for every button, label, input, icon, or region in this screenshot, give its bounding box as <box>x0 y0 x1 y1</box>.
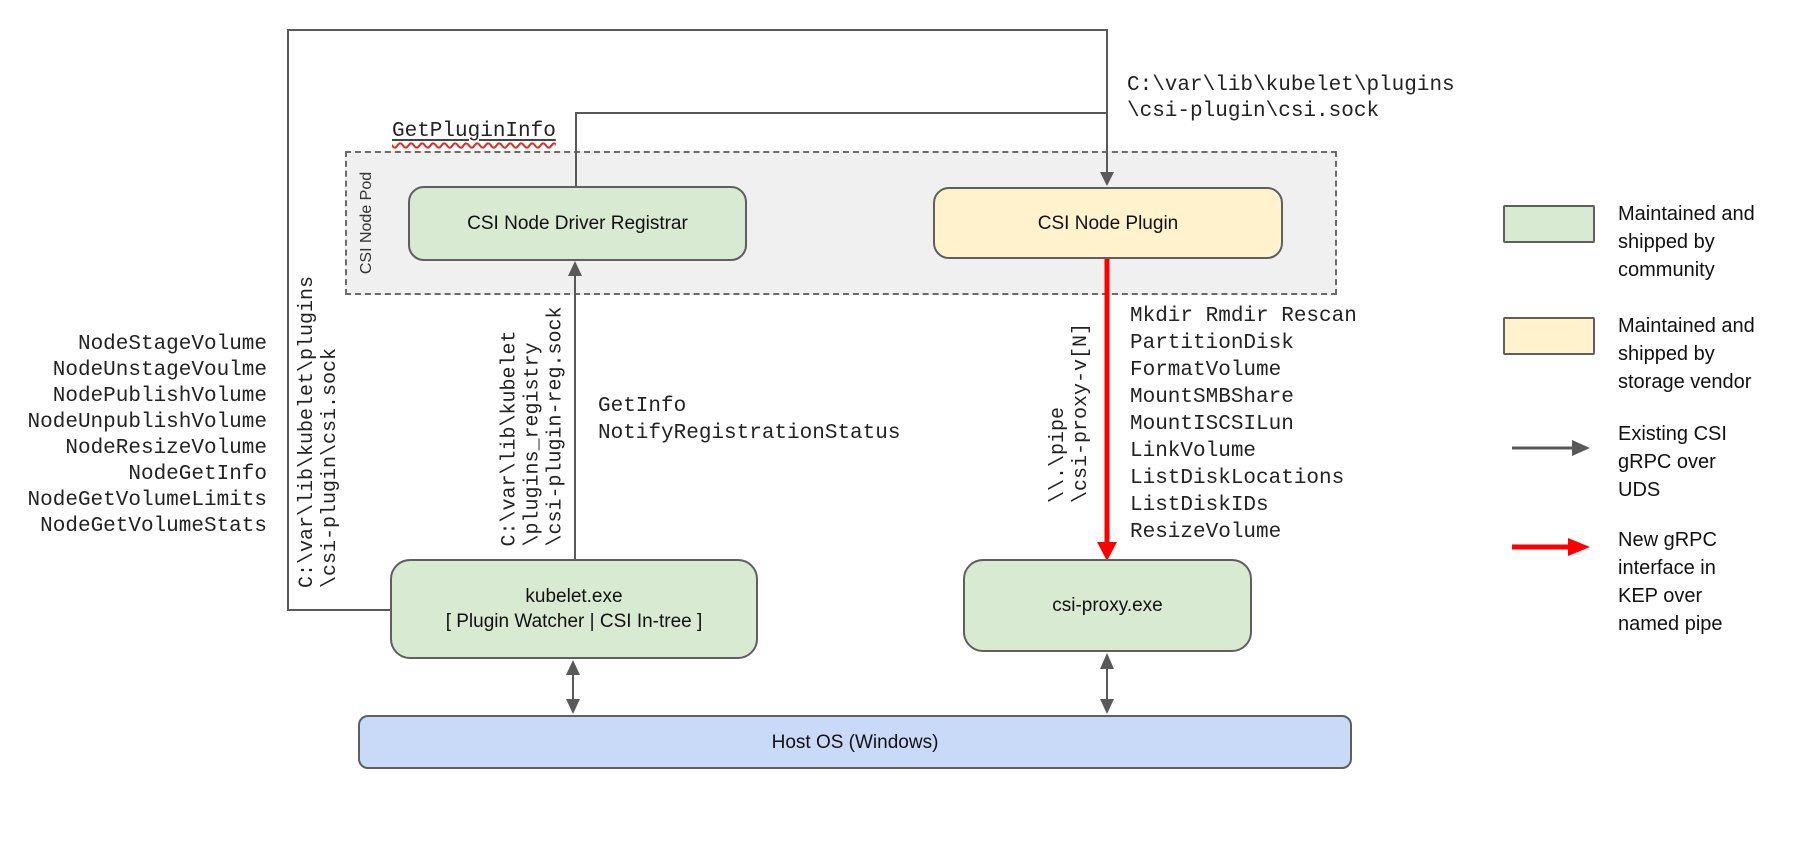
host-os-label: Host OS (Windows) <box>771 731 939 753</box>
proxy-rpc-item: LinkVolume <box>1130 440 1257 463</box>
proxy-rpc-item: ListDiskIDs <box>1130 494 1269 517</box>
csi-sock-path-label: C:\var\lib\kubelet\plugins \csi-plugin\c… <box>1127 74 1455 123</box>
node-rpc-item: NodeStageVolume <box>77 333 267 356</box>
legend-vendor-swatch <box>1503 317 1595 355</box>
legend-uds-arrow <box>1512 440 1590 456</box>
proxy-rpc-item: ResizeVolume <box>1130 521 1282 544</box>
csi-sock-path-vertical-label: C:\var\lib\kubelet\plugins \csi-plugin\c… <box>296 275 342 588</box>
named-pipe-label: \\.\pipe \csi-proxy-v[N] <box>1047 322 1093 503</box>
legend-pipe-arrow <box>1512 538 1590 556</box>
node-rpc-item: NodeResizeVolume <box>65 437 267 460</box>
node-rpc-list: NodeStageVolume NodeUnstageVoulme NodePu… <box>27 332 267 540</box>
proxy-rpc-item: MountSMBShare <box>1130 386 1294 409</box>
legend-vendor-text: Maintained and shipped by storage vendor <box>1618 315 1755 393</box>
kubelet-host-arrow <box>566 660 580 714</box>
csi-proxy-label: csi-proxy.exe <box>1052 595 1163 616</box>
proxy-rpc-list: Mkdir Rmdir Rescan PartitionDisk FormatV… <box>1130 303 1390 546</box>
registration-sock-path-label: C:\var\lib\kubelet \plugins_registry \cs… <box>498 306 568 547</box>
registration-arrow <box>568 261 582 559</box>
named-pipe-arrow <box>1097 259 1117 561</box>
csi-proxy-box: csi-proxy.exe <box>963 559 1252 652</box>
node-rpc-item: NodePublishVolume <box>52 385 267 408</box>
plugin-label: CSI Node Plugin <box>1037 212 1179 234</box>
legend-community-swatch <box>1503 205 1595 243</box>
node-rpc-item: NodeGetVolumeLimits <box>27 489 267 512</box>
proxy-rpc-item: MountISCSILun <box>1130 413 1294 436</box>
csi-node-driver-registrar-box: CSI Node Driver Registrar <box>408 186 747 261</box>
proxy-host-arrow <box>1100 653 1114 714</box>
registrar-label: CSI Node Driver Registrar <box>467 213 688 234</box>
proxy-rpc-item: Mkdir Rmdir Rescan <box>1130 305 1357 328</box>
proxy-rpc-item: PartitionDisk <box>1130 332 1294 355</box>
uds-kubelet-to-plugin-arrow <box>287 29 1114 611</box>
legend-community-text: Maintained and shipped by community <box>1618 203 1755 281</box>
proxy-rpc-item: ListDiskLocations <box>1130 467 1345 490</box>
legend-pipe-text: New gRPC interface in KEP over named pip… <box>1618 529 1723 635</box>
node-rpc-item: NodeGetVolumeStats <box>40 515 267 538</box>
node-rpc-item: NodeUnpublishVolume <box>27 411 267 434</box>
csi-node-plugin-box: CSI Node Plugin <box>933 187 1283 259</box>
kubelet-label: kubelet.exe [ Plugin Watcher | CSI In-tr… <box>445 586 703 632</box>
proxy-rpc-item: FormatVolume <box>1130 359 1282 382</box>
csi-node-pod-label: CSI Node Pod <box>358 171 375 275</box>
registration-rpcs-label: GetInfo NotifyRegistrationStatus <box>598 395 901 445</box>
host-os-box: Host OS (Windows) <box>358 715 1352 769</box>
node-rpc-item: NodeGetInfo <box>128 463 267 486</box>
legend-uds-text: Existing CSI gRPC over UDS <box>1618 423 1727 501</box>
kubelet-box: kubelet.exe [ Plugin Watcher | CSI In-tr… <box>390 559 758 659</box>
get-plugin-info-label: GetPluginInfo <box>392 120 556 143</box>
node-rpc-item: NodeUnstageVoulme <box>52 359 267 382</box>
